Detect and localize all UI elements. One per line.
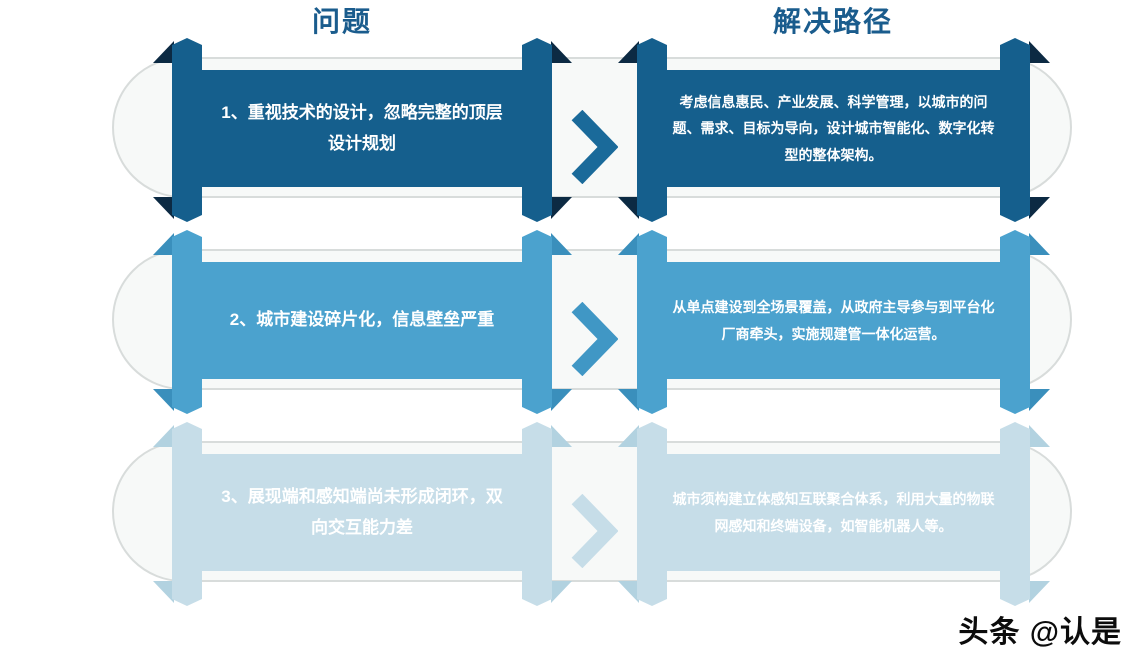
ribbon-fold-icon <box>1029 389 1050 411</box>
ribbon-fold-icon <box>1029 425 1050 447</box>
solution-banner: 从单点建设到全场景覆盖，从政府主导参与到平台化厂商牵头，实施规建管一体化运营。 <box>652 262 1015 379</box>
ribbon-fold-icon <box>1029 581 1050 603</box>
ribbon-fold-icon <box>153 41 174 63</box>
chevron-right-icon <box>571 302 618 376</box>
ribbon-fold-icon <box>551 581 572 603</box>
row-1: 1、重视技术的设计，忽略完整的顶层设计规划 考虑信息惠民、产业发展、科学管理，以… <box>0 38 1128 228</box>
chevron-right-icon <box>571 110 618 184</box>
chevron-right-icon <box>571 494 618 568</box>
ribbon-fold-icon <box>1029 233 1050 255</box>
solution-banner: 考虑信息惠民、产业发展、科学管理，以城市的问题、需求、目标为导向，设计城市智能化… <box>652 70 1015 187</box>
ribbon-fold-icon <box>153 233 174 255</box>
solution-banner: 城市须构建立体感知互联聚合体系，利用大量的物联网感知和终端设备，如智能机器人等。 <box>652 454 1015 571</box>
ribbon-fold-icon <box>551 425 572 447</box>
problem-banner: 2、城市建设碎片化，信息壁垒严重 <box>187 262 537 379</box>
ribbon-fold-icon <box>1029 41 1050 63</box>
row-3: 3、展现端和感知端尚未形成闭环，双向交互能力差 城市须构建立体感知互联聚合体系，… <box>0 422 1128 612</box>
ribbon-fold-icon <box>618 581 639 603</box>
ribbon-fold-icon <box>618 233 639 255</box>
problem-banner: 1、重视技术的设计，忽略完整的顶层设计规划 <box>187 70 537 187</box>
ribbon-fold-icon <box>551 389 572 411</box>
ribbon-fold-icon <box>618 425 639 447</box>
ribbon-fold-icon <box>618 197 639 219</box>
ribbon-fold-icon <box>551 197 572 219</box>
row-2: 2、城市建设碎片化，信息壁垒严重 从单点建设到全场景覆盖，从政府主导参与到平台化… <box>0 230 1128 420</box>
ribbon-fold-icon <box>618 41 639 63</box>
column-title-solution: 解决路径 <box>772 6 893 37</box>
watermark: 头条 @认是 <box>958 616 1122 649</box>
ribbon-fold-icon <box>153 389 174 411</box>
ribbon-fold-icon <box>153 581 174 603</box>
column-title-problem: 问题 <box>311 6 372 37</box>
ribbon-fold-icon <box>551 233 572 255</box>
ribbon-fold-icon <box>153 197 174 219</box>
ribbon-fold-icon <box>618 389 639 411</box>
ribbon-fold-icon <box>153 425 174 447</box>
ribbon-fold-icon <box>1029 197 1050 219</box>
ribbon-fold-icon <box>551 41 572 63</box>
problem-banner: 3、展现端和感知端尚未形成闭环，双向交互能力差 <box>187 454 537 571</box>
